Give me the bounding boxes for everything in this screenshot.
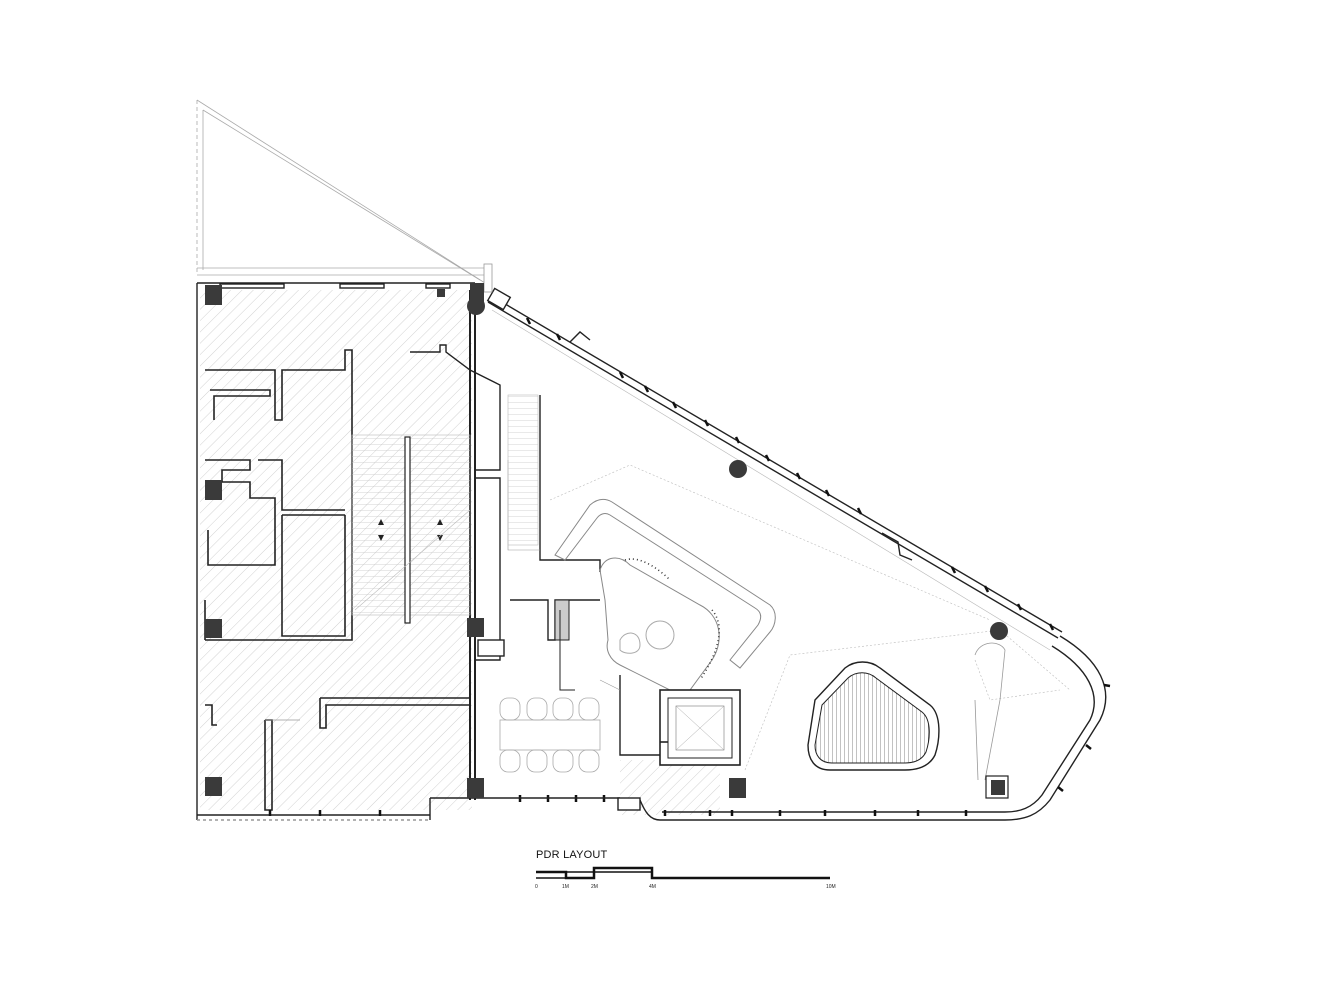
floor-pattern bbox=[549, 464, 1071, 771]
corridor-walls bbox=[410, 344, 601, 661]
column bbox=[991, 780, 1005, 795]
column bbox=[205, 285, 222, 305]
scale-label-1m: 1M bbox=[562, 884, 569, 890]
scale-label-0: 0 bbox=[535, 884, 538, 890]
column bbox=[467, 778, 484, 798]
lower-middle-walls bbox=[429, 599, 660, 820]
lift-core bbox=[659, 689, 741, 766]
column bbox=[205, 619, 222, 638]
round-column bbox=[729, 460, 747, 478]
diagonal-facade bbox=[483, 263, 1063, 651]
scale-label-2m: 2M bbox=[591, 884, 598, 890]
left-block-walls bbox=[196, 282, 476, 821]
corner-facade bbox=[639, 635, 1107, 821]
slatted-pod bbox=[807, 661, 940, 771]
column bbox=[437, 289, 445, 297]
column bbox=[729, 778, 746, 798]
upper-void-outline bbox=[196, 99, 486, 284]
scale-label-10m: 10M bbox=[826, 884, 836, 890]
left-stair bbox=[351, 434, 471, 624]
scale-bar bbox=[536, 866, 830, 880]
column bbox=[205, 777, 222, 796]
scale-label-4m: 4M bbox=[649, 884, 656, 890]
column bbox=[467, 618, 484, 637]
columns bbox=[205, 283, 1009, 799]
round-columns bbox=[467, 297, 1008, 640]
drawing-title: PDR LAYOUT bbox=[536, 849, 608, 861]
round-column bbox=[990, 622, 1008, 640]
dining-table bbox=[499, 697, 601, 773]
facade-mullions bbox=[525, 317, 1055, 631]
column bbox=[205, 480, 222, 500]
bar-counter bbox=[554, 498, 776, 695]
round-column bbox=[467, 297, 485, 315]
corner-column-detail bbox=[974, 642, 1006, 781]
